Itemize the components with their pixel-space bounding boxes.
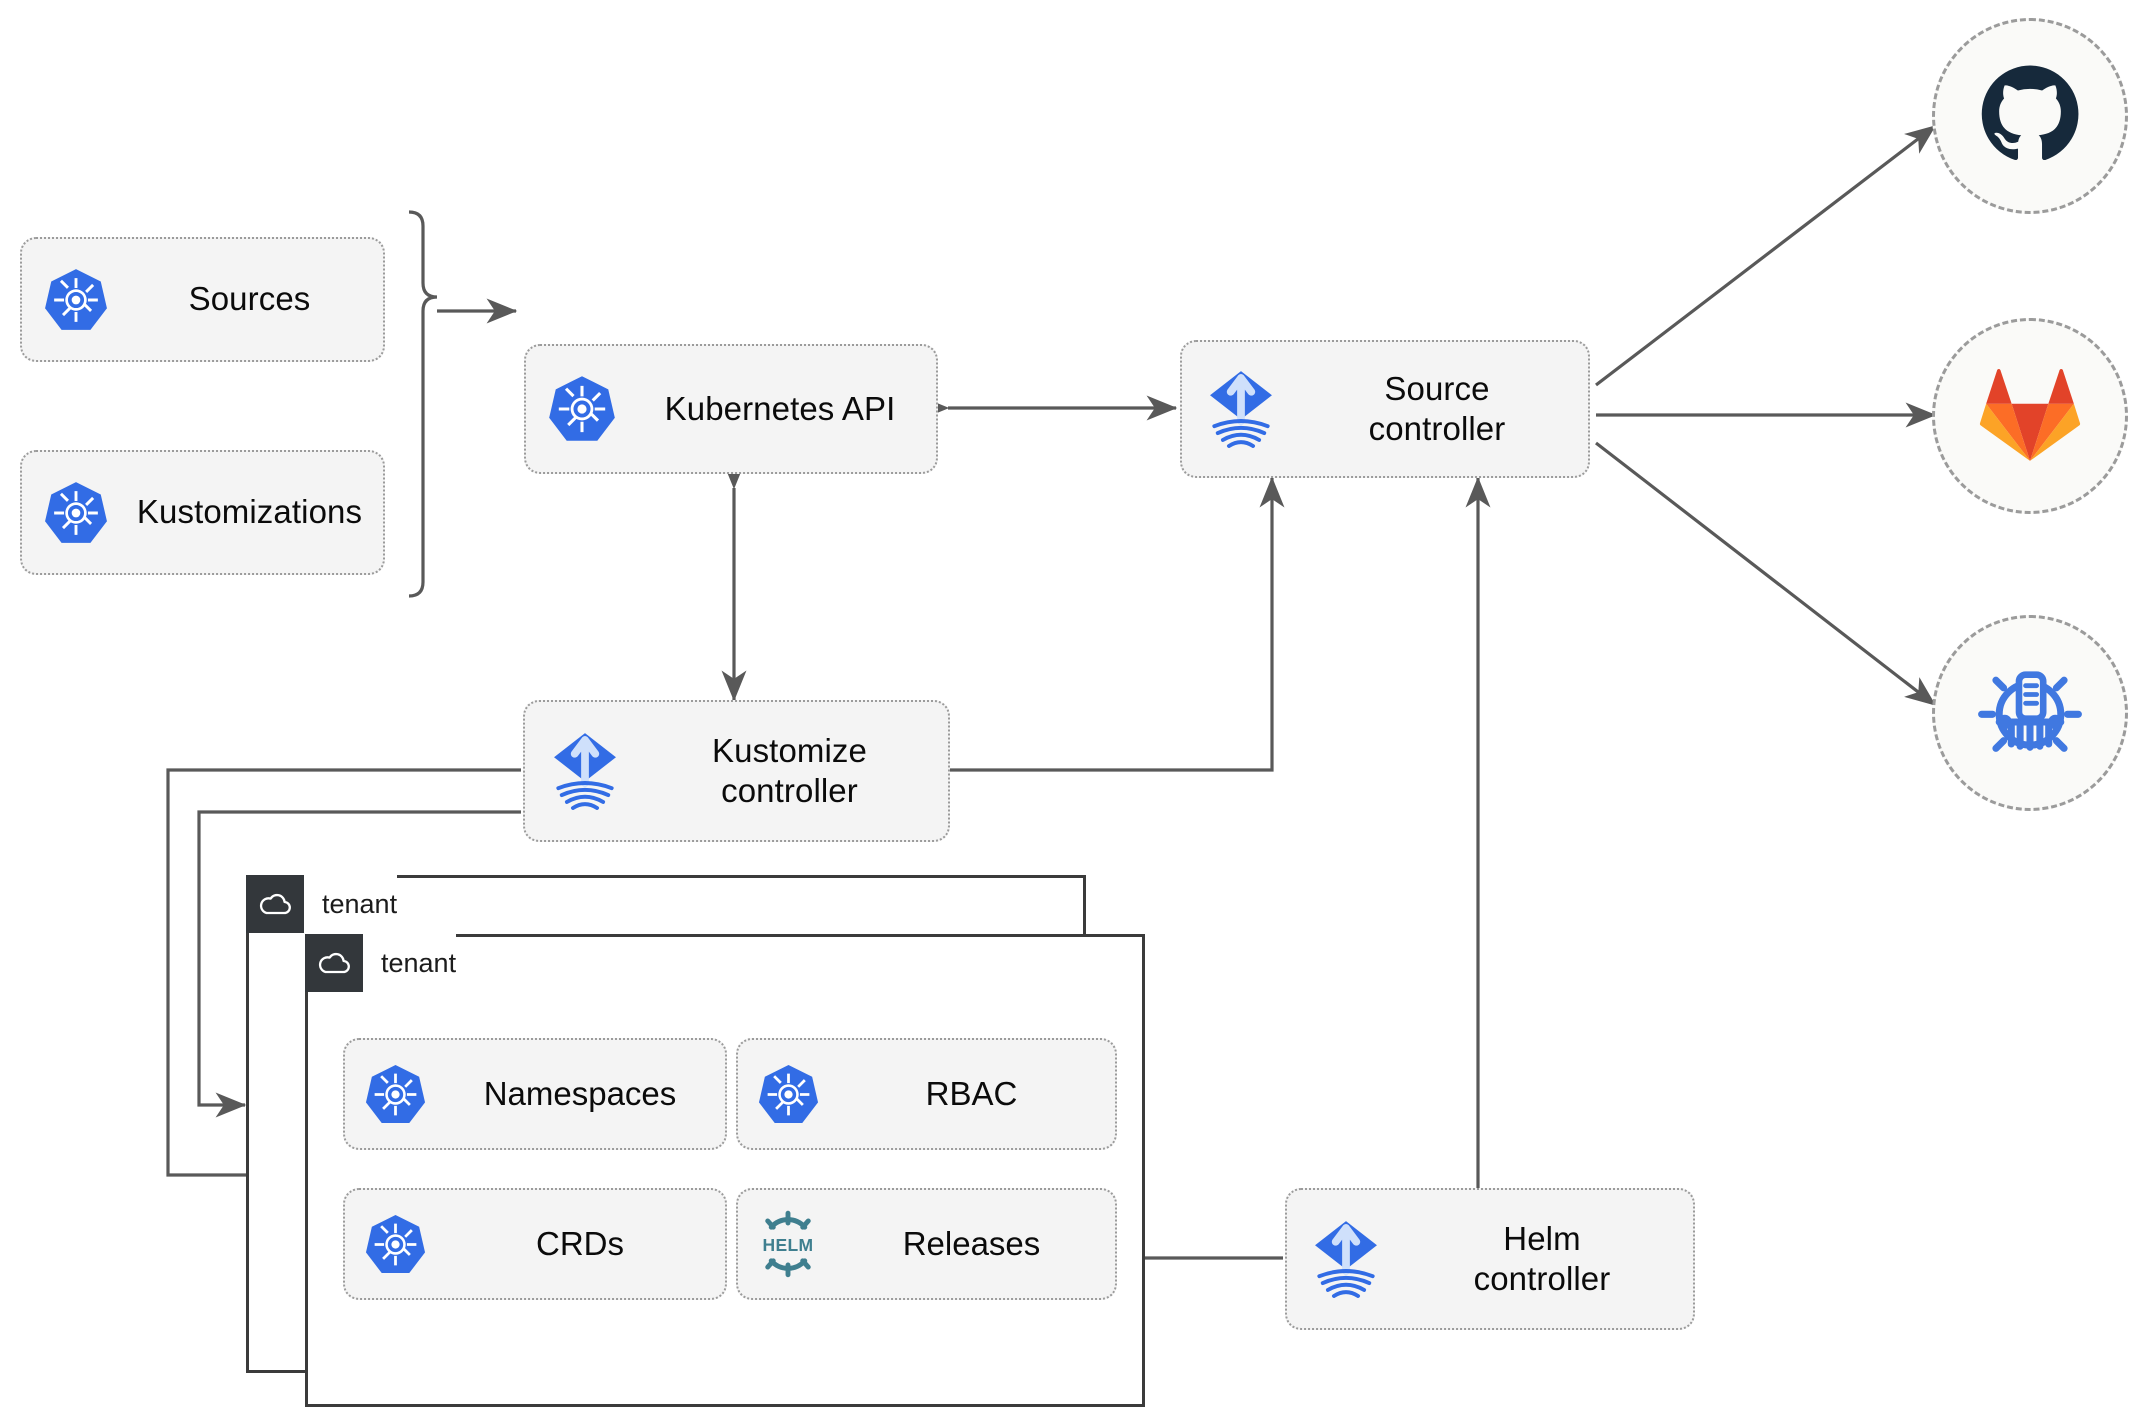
tenant-outer-name: tenant <box>304 875 398 933</box>
node-kustomizations[interactable]: Kustomizations <box>20 450 385 575</box>
helm-controller-label-line2: controller <box>1473 1260 1611 1297</box>
kubernetes-api-label: Kubernetes API <box>664 389 896 427</box>
node-source-controller[interactable]: Source controller <box>1180 340 1590 478</box>
helm-controller-label: Helm controller <box>1405 1219 1693 1300</box>
node-kubernetes-api[interactable]: Kubernetes API <box>524 344 938 474</box>
helm-controller-label-line1: Helm <box>1503 1219 1581 1257</box>
sources-label: Sources <box>188 280 311 318</box>
kustomize-controller-label-line2: controller <box>721 772 858 809</box>
resource-rbac-label: RBAC <box>925 1075 1018 1112</box>
resource-namespaces-label: Namespaces <box>483 1075 677 1112</box>
cloud-icon <box>305 934 363 992</box>
source-controller-label-line2: controller <box>1368 410 1506 447</box>
tenant-outer-header: tenant <box>246 875 398 933</box>
wire-kustomize-to-tenant-inner <box>197 810 521 1118</box>
kubernetes-icon <box>738 1063 838 1126</box>
svg-text:HELM: HELM <box>763 1235 814 1255</box>
helm-logo-icon: HELM <box>738 1209 838 1279</box>
gitlab-icon <box>1979 363 2081 470</box>
resource-namespaces[interactable]: Namespaces <box>343 1038 727 1150</box>
kubernetes-icon <box>22 480 130 546</box>
github-icon <box>1979 63 2081 170</box>
wire-kustomize-to-source <box>950 476 1285 772</box>
provider-gitlab[interactable] <box>1932 318 2128 514</box>
resource-crds[interactable]: CRDs <box>343 1188 727 1300</box>
tenant-inner-header: tenant <box>305 934 457 992</box>
node-helm-controller[interactable]: Helm controller <box>1285 1188 1695 1330</box>
flux-icon <box>1287 1216 1405 1302</box>
flux-icon <box>525 728 645 814</box>
resource-crds-label: CRDs <box>536 1225 624 1262</box>
brace-connector <box>408 210 438 598</box>
kubernetes-icon <box>22 267 130 333</box>
tenant-resource-grid: Namespaces <box>343 1038 1117 1300</box>
source-controller-label-line1: Source <box>1384 369 1490 407</box>
kubernetes-icon <box>345 1063 445 1126</box>
tenant-inner[interactable]: tenant <box>305 934 1145 1407</box>
cloud-icon <box>246 875 304 933</box>
kustomize-controller-label: Kustomize controller <box>645 731 948 812</box>
resource-releases-label: Releases <box>902 1225 1041 1262</box>
wire-kustomize-to-tenant-outer <box>166 768 521 1188</box>
node-sources[interactable]: Sources <box>20 237 385 362</box>
helm-repository-icon <box>1975 656 2085 771</box>
wire-source-to-helmrepo <box>1595 441 1937 707</box>
source-controller-label: Source controller <box>1300 369 1588 450</box>
resource-rbac[interactable]: RBAC <box>736 1038 1117 1150</box>
kubernetes-icon <box>526 374 638 444</box>
flux-icon <box>1182 366 1300 452</box>
kubernetes-icon <box>345 1213 445 1276</box>
node-kustomize-controller[interactable]: Kustomize controller <box>523 700 950 842</box>
provider-github[interactable] <box>1932 18 2128 214</box>
kustomize-controller-label-line1: Kustomize <box>712 731 867 769</box>
tenant-inner-name: tenant <box>363 934 457 992</box>
resource-releases[interactable]: HELM Releases <box>736 1188 1117 1300</box>
provider-helm-repository[interactable] <box>1932 615 2128 811</box>
kustomizations-label: Kustomizations <box>136 493 363 531</box>
wire-source-to-github <box>1595 124 1937 387</box>
